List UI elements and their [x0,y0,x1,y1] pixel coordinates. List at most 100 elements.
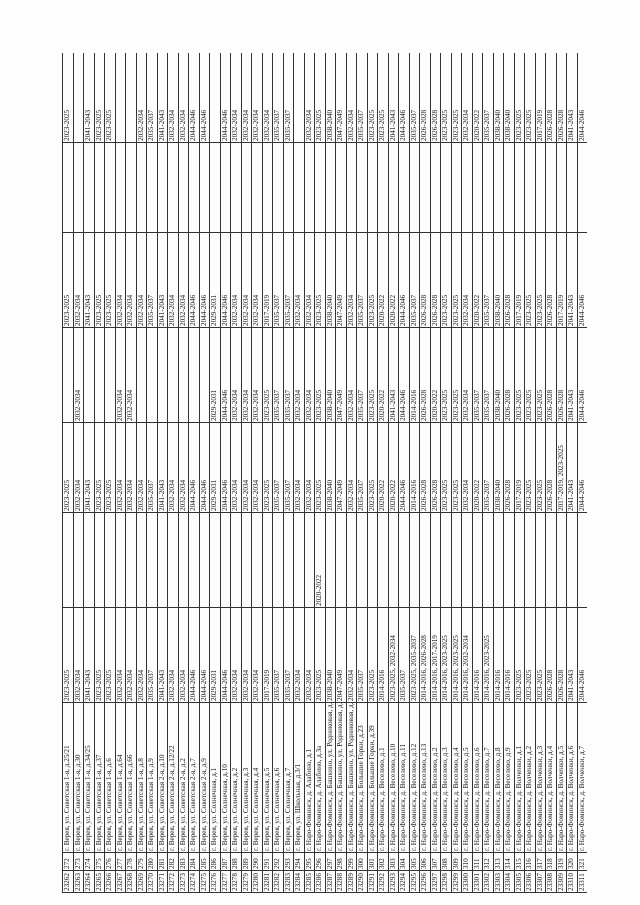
table-cell: 2020-2022 [388,422,399,513]
table-cell: 2023-2025 [314,53,325,143]
table-cell: 2032-2034 [230,607,241,703]
table-cell: 2023-2025 [440,327,451,423]
table-cell: 23266 [104,870,115,893]
table-cell: 2041-2043 [83,232,94,328]
table-cell: 2029-2031 [209,607,220,703]
table-cell: 2023-2025 [262,422,273,513]
table-cell: 2026-2028 [556,53,567,143]
table-cell: г. Наро-Фоминск, д. Волченки, д.5 [556,702,567,853]
table-cell: 310 [461,852,472,871]
table-cell: 2023-2025 [104,232,115,328]
table-cell [178,327,189,423]
table-cell [367,512,378,608]
table-cell [535,512,546,608]
table-cell [325,512,336,608]
table-cell: 299 [346,852,357,871]
table-cell: 2023-2025 [314,607,325,703]
table-cell: 307 [430,852,441,871]
table-cell: 2032-2034 [73,422,84,513]
table-cell: 2035-2037 [283,53,294,143]
table-cell: 2032-2034 [115,232,126,328]
table-cell: 2023-2025 [535,422,546,513]
table-cell: г. Наро-Фоминск, д. Большие Горки, д.23 [356,702,367,853]
table-cell [556,512,567,608]
table-cell [514,142,525,233]
table-cell [503,512,514,608]
table-cell [419,512,430,608]
table-cell: 2044-2046 [398,422,409,513]
table-cell [241,512,252,608]
table-cell: 293 [283,852,294,871]
table-cell [346,512,357,608]
table-cell: 2017-2019, 2023-2025 [556,422,567,513]
table-cell: 2032-2034 [251,607,262,703]
table-cell: 2041-2043 [566,232,577,328]
table-cell: 2014-2016, 2017-2019 [430,607,441,703]
table-cell [430,142,441,233]
table-cell: 2035-2037 [272,53,283,143]
table-cell [451,512,462,608]
table-cell [335,512,346,608]
table-cell: 2023-2025 [535,232,546,328]
table-cell: 2026-2028 [419,327,430,423]
table-cell [136,327,147,423]
table-cell: 2023-2025 [514,607,525,703]
table-cell: г. Наро-Фоминск, д. Башкино, ул. Роднико… [325,702,336,853]
table-cell: 317 [535,852,546,871]
table-cell: 2017-2019 [262,232,273,328]
table-cell: 2044-2046 [220,327,231,423]
table-cell: 2035-2037 [356,327,367,423]
table-cell: 2023-2025 [314,232,325,328]
table-cell: 2032-2034 [251,422,262,513]
table-cell [262,142,273,233]
table-cell: г. Верея, ул. Советская 1-я, д.8 [136,702,147,853]
table-cell: 2047-2049 [335,327,346,423]
table-cell: 289 [241,852,252,871]
table-cell: 2032-2034 [461,422,472,513]
table-cell: 321 [577,852,587,871]
table-cell: г. Верея, ул. Солнечная, д.10 [220,702,231,853]
table-cell: 23295 [409,870,420,893]
table-cell [230,512,241,608]
table-cell: 282 [167,852,178,871]
table-cell: 2020-2022 [472,232,483,328]
table-cell: 300 [356,852,367,871]
table-cell: 2023-2025 [535,607,546,703]
table-cell: 2026-2028 [419,422,430,513]
table-cell: 2020-2022 [377,327,388,423]
table-cell: 23276 [209,870,220,893]
table-cell: 2032-2034 [461,327,472,423]
table-cell: г. Наро-Фоминск, д. Веселево, д.6 [472,702,483,853]
table-cell: 2032-2034 [241,232,252,328]
table-cell: 2032-2034 [251,232,262,328]
table-cell [577,142,587,233]
table-cell: 2023-2025 [104,607,115,703]
table-cell: 2032-2034 [251,327,262,423]
table-cell [377,512,388,608]
table-cell: г. Наро-Фоминск, д. Веселево, д.9 [503,702,514,853]
table-cell: 2023-2025 [262,327,273,423]
table-cell: 2032-2034 [230,422,241,513]
table-cell: 2023-2025 [524,53,535,143]
table-cell [146,327,157,423]
table-cell: 2023-2025 [514,53,525,143]
table-cell: 2032-2034 [346,327,357,423]
table-cell: 2023-2025 [104,53,115,143]
table-cell: г. Верея, ул. Советская 1-я, д.6 [104,702,115,853]
table-cell: 2020-2022 [388,232,399,328]
table-cell: 290 [251,852,262,871]
table-cell: 2035-2037 [356,607,367,703]
table-cell: г. Верея, ул. Советская 1-я, д.37 [94,702,105,853]
table-cell: 2041-2043 [388,327,399,423]
